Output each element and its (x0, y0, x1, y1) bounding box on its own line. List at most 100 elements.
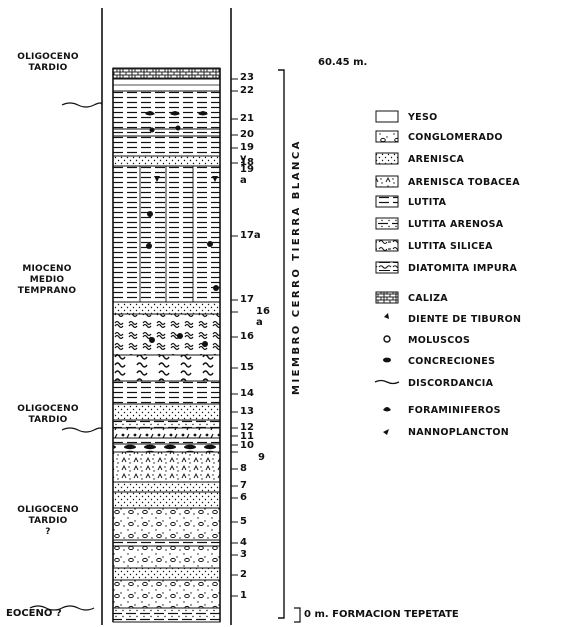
legend-label: LUTITA ARENOSA (408, 219, 503, 230)
layer-label: 23 (240, 72, 254, 83)
layer-label: 9 (258, 452, 265, 463)
shark-tooth-icon (384, 313, 389, 319)
nannoplankton-icon (213, 285, 219, 291)
legend-label: DIATOMITA IMPURA (408, 263, 517, 274)
layer-label: 1 (240, 590, 247, 601)
layer-14 (113, 381, 220, 404)
layer-label: 8 (240, 463, 247, 474)
layer-12 (113, 420, 220, 428)
nannoplankton-icon (150, 128, 155, 133)
legend-item-lutita: LUTITA (403, 195, 446, 209)
layer-17 (113, 302, 220, 314)
mollusc-icon (384, 336, 390, 342)
layer-label: 17a (240, 230, 261, 241)
layer-18 (113, 156, 220, 166)
legend-item-arenisca-tobacea: ARENISCA TOBACEA (403, 175, 520, 189)
legend-label: NANNOPLANCTON (408, 427, 509, 438)
age-label-middle: MIOCENO MEDIO TEMPRANO (0, 264, 94, 297)
layer-5 (113, 508, 220, 540)
layer-19 (113, 136, 220, 156)
legend-swatches (375, 111, 399, 435)
legend-item-discordancia: DISCORDANCIA (403, 376, 493, 390)
nannoplankton-icon (383, 429, 389, 435)
layer-basal (113, 608, 220, 622)
layer-15 (113, 355, 220, 381)
legend-item-nannoplancton: NANNOPLANCTON (403, 425, 509, 439)
legend-item-diente: DIENTE DE TIBURON (403, 312, 521, 326)
layer-8 (113, 452, 220, 482)
layer-13 (113, 404, 220, 420)
layer-label: 22 (240, 85, 254, 96)
layer-11 (113, 428, 220, 438)
layer-label: 15 (240, 362, 254, 373)
thickness-top: 60.45 m. (318, 57, 367, 68)
layer-2 (113, 568, 220, 580)
legend-label: CONCRECIONES (408, 356, 495, 367)
layer-9 (113, 444, 220, 452)
age-label-bottom: EOCENO ? (6, 608, 62, 619)
legend-label: LUTITA SILICEA (408, 241, 493, 252)
formation-bracket (294, 608, 300, 622)
age-line: TARDIO (2, 516, 94, 527)
layer-6 (113, 492, 220, 508)
legend-item-diatomita: DIATOMITA IMPURA (403, 261, 517, 275)
layer-label: 10 (240, 440, 254, 451)
legend-label: CONGLOMERADO (408, 132, 503, 143)
legend-item-foraminiferos: FORAMINIFEROS (403, 403, 501, 417)
layer-label: 21 (240, 113, 254, 124)
concretion-icon (383, 358, 391, 363)
age-line: OLIGOCENO (2, 505, 94, 516)
foraminifera-icon (383, 407, 391, 412)
member-bracket (278, 70, 284, 618)
legend-item-lutita-arenosa: LUTITA ARENOSA (403, 217, 503, 231)
legend-item-concreciones: CONCRECIONES (403, 354, 495, 368)
layer-label: 17 (240, 294, 254, 305)
age-label-lower-oligo: OLIGOCENO TARDIO ? (2, 505, 94, 538)
layer-16 (113, 314, 220, 355)
nannoplankton-icon (146, 243, 152, 249)
age-line: MEDIO (0, 275, 94, 286)
legend-label: CALIZA (408, 293, 448, 304)
layer-label: 4 (240, 537, 247, 548)
layer-label: 14 (240, 388, 254, 399)
legend-label: ARENISCA (408, 154, 464, 165)
nannoplankton-icon (207, 241, 213, 247)
layer-label: 6 (240, 492, 247, 503)
layer-4 (113, 540, 220, 546)
layer-label: 2 (240, 569, 247, 580)
nannoplankton-icon (176, 126, 181, 131)
layer-3 (113, 546, 220, 568)
legend-item-conglomerado: CONGLOMERADO (403, 130, 503, 144)
layer-label: 5 (240, 516, 247, 527)
age-line: ? (2, 527, 94, 538)
legend-label: YESO (408, 112, 438, 123)
layer-10 (113, 438, 220, 444)
mollusc-icon (202, 341, 208, 347)
member-label: MIEMBRO CERRO TIERRA BLANCA (291, 139, 302, 395)
age-line: TEMPRANO (0, 286, 94, 297)
legend-label: ARENISCA TOBACEA (408, 177, 520, 188)
age-label-top: OLIGOCENO TARDIO (2, 52, 94, 74)
age-label-upper-oligo: OLIGOCENO TARDIO (2, 404, 94, 426)
age-line: MIOCENO (0, 264, 94, 275)
layer-label: 20 (240, 129, 254, 140)
legend-item-caliza: CALIZA (403, 291, 448, 305)
layer-ticks (231, 79, 238, 596)
layer-21 (113, 91, 220, 129)
layer-label: 7 (240, 480, 247, 491)
legend-item-arenisca: ARENISCA (403, 152, 464, 166)
legend-item-lutita-silicea: LUTITA SILICEA (403, 239, 493, 253)
legend-label: LUTITA (408, 197, 446, 208)
unconformity-icon (375, 381, 399, 384)
legend-label: MOLUSCOS (408, 335, 470, 346)
nannoplankton-icon (147, 211, 153, 217)
layer-label: 3 (240, 549, 247, 560)
legend-label: DISCORDANCIA (408, 378, 493, 389)
legend-item-moluscos: MOLUSCOS (403, 333, 470, 347)
layer-1 (113, 580, 220, 608)
layer-label: 13 (240, 406, 254, 417)
unconformity-icon (62, 103, 102, 107)
legend-label: DIENTE DE TIBURON (408, 314, 521, 325)
legend-item-yeso: YESO (403, 110, 438, 124)
age-line: OLIGOCENO (2, 52, 94, 63)
